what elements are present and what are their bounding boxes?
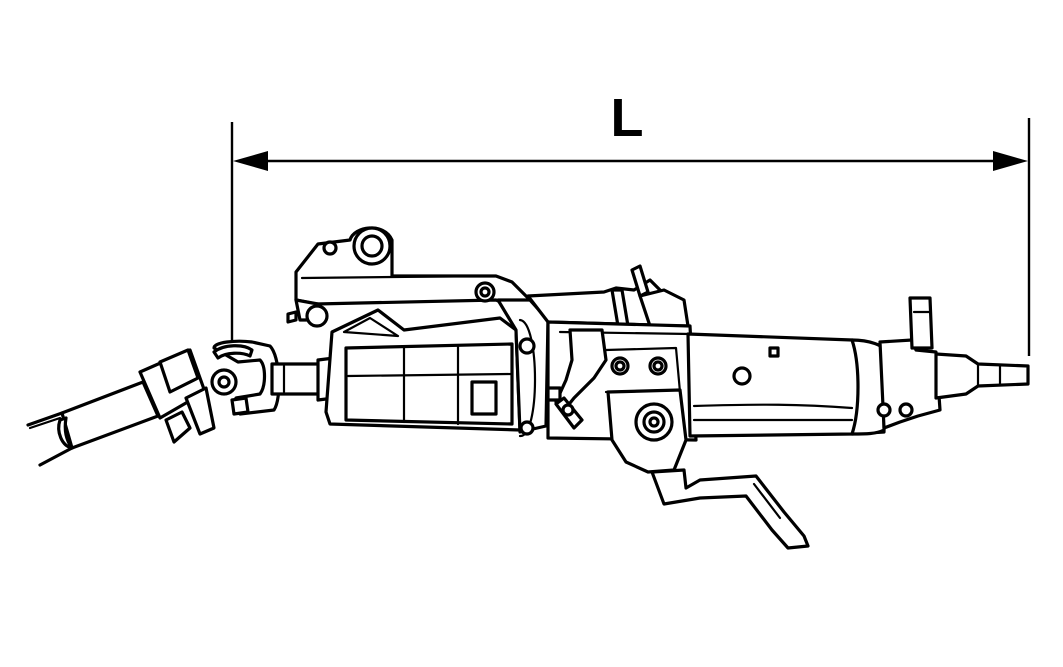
column-jacket <box>686 296 942 438</box>
arrowhead-left <box>233 151 268 171</box>
dimension-l <box>230 118 1031 356</box>
shaft-stub <box>270 356 336 402</box>
intermediate-shaft <box>26 380 160 467</box>
steering-shaft-end <box>934 352 1030 400</box>
arrowhead-right <box>993 151 1028 171</box>
tilt-lever <box>606 388 810 550</box>
upper-bracket <box>286 226 532 328</box>
universal-joint <box>138 339 281 444</box>
lower-housing <box>324 298 550 438</box>
dimension-label: L <box>610 88 644 148</box>
